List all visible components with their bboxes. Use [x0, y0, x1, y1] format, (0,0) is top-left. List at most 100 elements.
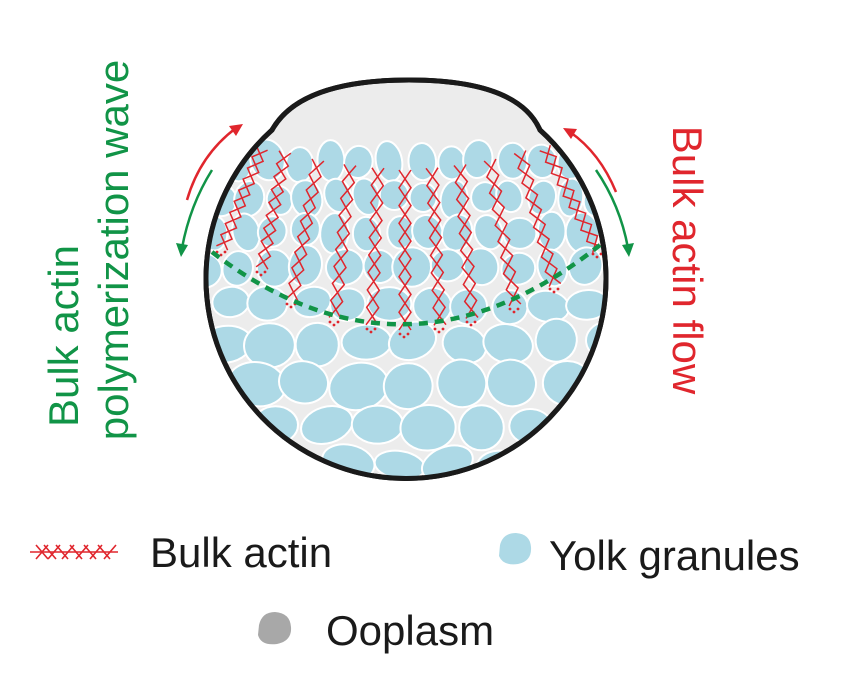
yolk-granule [221, 250, 254, 287]
yolk-granule [155, 409, 201, 450]
legend-ooplasm-icon [258, 612, 292, 645]
actin-dot [255, 270, 259, 274]
actin-dot [437, 330, 441, 334]
actin-dot [441, 327, 445, 331]
legend-actin-icon [30, 544, 118, 560]
yolk-granule [407, 142, 438, 182]
yolk-granule [613, 140, 647, 179]
yolk-granule [594, 361, 606, 410]
actin-dot [259, 273, 263, 277]
yolk-granule [527, 179, 558, 216]
yolk-granule [350, 404, 405, 445]
yolk-granule [162, 140, 198, 179]
yolk-granule [576, 447, 606, 479]
yolk-granule [534, 317, 578, 363]
yolk-granule [527, 446, 578, 479]
yolk-granule [223, 143, 253, 183]
red-arrowhead-right [563, 128, 577, 139]
yolk-granule [607, 282, 651, 323]
actin-dot [465, 320, 469, 324]
yolk-granule [458, 404, 505, 452]
green-arrow-down-left [180, 169, 214, 249]
actin-dot [595, 255, 599, 259]
yolk-granule [149, 247, 189, 291]
actin-dot [508, 307, 512, 311]
actin-dot [469, 323, 473, 327]
red-arrow-up-left [185, 127, 237, 201]
actin-strand [216, 149, 268, 247]
actin-dot [548, 287, 552, 291]
actin-dot [591, 252, 595, 256]
yolk-granule [285, 146, 315, 184]
actin-dot [599, 252, 603, 256]
yolk-granule [603, 400, 664, 455]
actin-strand [285, 160, 325, 300]
actin-strand [485, 158, 520, 307]
actin-dot [552, 290, 556, 294]
actin-dot [398, 332, 402, 336]
yolk-granule [382, 362, 434, 411]
legend-ooplasm-label: Ooplasm [326, 607, 494, 654]
actin-strand [398, 169, 412, 331]
yolk-granule [411, 214, 444, 250]
right-label: Bulk actin flow [664, 126, 711, 395]
actin-dot [328, 320, 332, 324]
yolk-granule [491, 289, 529, 326]
yolk-granule [565, 289, 606, 321]
yolk-granule [230, 444, 275, 479]
yolk-granule [399, 404, 457, 452]
actin-dot [402, 335, 406, 339]
actin-dot [516, 307, 520, 311]
yolk-granule [625, 445, 673, 486]
actin-dot [336, 320, 340, 324]
actin-dot [433, 327, 437, 331]
actin-dot [263, 270, 267, 274]
actin-strand [454, 164, 478, 319]
actin-dot [332, 323, 336, 327]
actin-strand [544, 144, 599, 254]
bulk-actin-network [215, 144, 604, 339]
yolk-granule [436, 358, 488, 409]
actin-dot [369, 330, 373, 334]
actin-dot [365, 327, 369, 331]
actin-strand [425, 167, 447, 326]
yolk-granule [412, 286, 453, 326]
legend-yolk-label: Yolk granules [549, 532, 800, 579]
legend-bulk-actin-label: Bulk actin [150, 529, 332, 576]
yolk-granule [205, 444, 226, 479]
actin-dot [473, 320, 477, 324]
red-arrowhead-left [229, 124, 243, 136]
yolk-granule [246, 285, 289, 322]
green-arrowhead-left [176, 243, 188, 257]
yolk-granule [300, 405, 354, 445]
left-label-line2: polymerization wave [90, 60, 137, 441]
actin-dot [512, 310, 516, 314]
right-arrows [563, 128, 634, 257]
yolk-granule [123, 444, 181, 485]
actin-strand [365, 167, 385, 326]
yolk-granule [205, 291, 211, 324]
red-arrow-up-right [569, 130, 618, 193]
left-label-line1: Bulk actin [40, 245, 87, 427]
actin-dot [373, 327, 377, 331]
actin-dot [285, 302, 289, 306]
embryo-outline [203, 77, 609, 481]
actin-strand [517, 150, 558, 287]
yolk-granule [205, 405, 251, 445]
yolk-granule [143, 178, 180, 218]
actin-strand [328, 165, 357, 318]
yolk-granule [351, 215, 382, 253]
yolk-granule [145, 314, 206, 370]
actin-strand [255, 152, 292, 268]
actin-dot [223, 250, 227, 254]
yolk-granule [292, 285, 332, 319]
yolk-granule [486, 358, 537, 408]
green-arrowhead-right [622, 243, 634, 257]
yolk-granule [278, 360, 330, 405]
left-arrows [176, 124, 243, 257]
yolk-granule [567, 246, 604, 286]
legend: Bulk actin Yolk granules Ooplasm [30, 529, 800, 654]
green-arrow-down-right [594, 169, 630, 249]
legend-yolk-icon [499, 533, 532, 565]
